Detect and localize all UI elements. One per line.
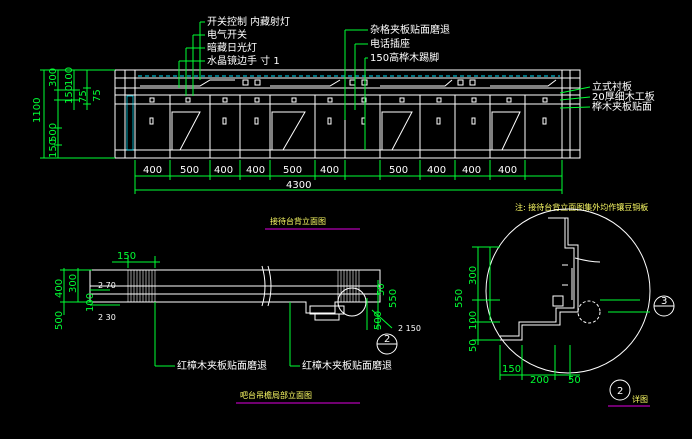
elevation-title: 接待台背立面图: [270, 216, 326, 226]
section-marker: 2: [376, 333, 398, 355]
dim-width-6: 400: [320, 165, 339, 176]
section-dim-300: 300: [68, 274, 79, 293]
dim-height-150: 150: [48, 139, 59, 158]
dim-width-3: 400: [214, 165, 233, 176]
dim-width-7: 500: [389, 165, 408, 176]
detail-title: 详图: [632, 394, 648, 404]
section-dim-230: 2 30: [98, 313, 116, 322]
detail-dim-300: 300: [468, 266, 479, 285]
dim-height-75b: 75: [92, 89, 103, 102]
dim-width-1: 400: [143, 165, 162, 176]
detail-dims: [472, 246, 650, 380]
detail-dim-200: 200: [530, 375, 549, 386]
annotation-phone-socket: 电话插座: [370, 37, 410, 50]
section-dims: [60, 256, 393, 330]
section-leaders: [154, 302, 300, 367]
annotation-baseboard: 150高桦木踢脚: [370, 51, 439, 64]
section-dim-labels: 150 400 300 2 70 2 30 100 500 50 550 500…: [54, 251, 421, 333]
section-title: 吧台吊檐局部立面图: [240, 390, 312, 400]
dim-height-75: 75: [78, 90, 89, 103]
elevation-note: 注: 接待台背立面图集外均作镶豆铜板: [515, 202, 648, 212]
annotation-switch-control: 开关控制: [207, 15, 247, 28]
elevation-vertical-dims: [40, 69, 115, 159]
dim-width-9: 400: [462, 165, 481, 176]
detail-dim-100: 100: [468, 311, 479, 330]
dim-width-10: 400: [498, 165, 517, 176]
annotation-birch-veneer: 桦木夹板贴面: [592, 100, 652, 113]
elevation-frame: [114, 69, 581, 159]
detail-marker-right: 3: [653, 295, 675, 317]
dim-width-total: 4300: [286, 180, 311, 191]
detail-dim-50b: 50: [568, 375, 581, 386]
detail-marker-bottom: 2: [609, 379, 631, 401]
dim-height-100: 100: [64, 67, 75, 86]
section-dim-270: 2 70: [98, 281, 116, 290]
section-dim-150: 150: [117, 251, 136, 262]
right-post: [561, 69, 581, 159]
dim-height-1100: 1100: [32, 98, 43, 123]
detail-marker-right-number: 3: [661, 296, 667, 307]
detail-dim-550: 550: [454, 289, 465, 308]
section-dim-500b: 500: [373, 311, 384, 330]
section-marker-number: 2: [384, 334, 390, 345]
section-dim-100: 100: [85, 293, 96, 312]
dim-width-8: 400: [427, 165, 446, 176]
annotation-hidden-fluorescent: 暗藏日光灯: [207, 41, 257, 54]
dim-height-300: 300: [48, 68, 59, 87]
annotation-standing-panel: 立式衬板: [592, 80, 632, 93]
dim-width-4: 400: [246, 165, 265, 176]
annotation-recessed-spotlight: 内藏射灯: [250, 15, 290, 28]
dim-width-5: 500: [283, 165, 302, 176]
detail-circle: [485, 208, 651, 374]
elevation-vertical-labels: 1100 300 500 150 150 75 100 75: [32, 67, 103, 158]
section-drawing: [89, 265, 381, 321]
detail-marker-bottom-number: 2: [617, 386, 623, 397]
detail-dim-150: 150: [502, 364, 521, 375]
section-annotation-left: 红樟木夹板贴面磨退: [177, 359, 267, 372]
dim-height-150b: 150: [64, 85, 75, 104]
detail-drawing: [485, 208, 651, 374]
dim-height-500: 500: [48, 123, 59, 142]
section-dim-550: 550: [388, 289, 399, 308]
elevation-drawing: [114, 69, 581, 159]
top-annotations: 开关控制 内藏射灯 电气开关 暗藏日光灯 水晶镜边手 寸 1 杂格夹板贴面磨退 …: [207, 15, 655, 113]
section-dim-500: 500: [54, 311, 65, 330]
annotation-crystal-handle: 水晶镜边手 寸 1: [207, 54, 280, 67]
dim-width-2: 500: [180, 165, 199, 176]
top-leaders: [178, 21, 591, 150]
elevation-horizontal-dims: [134, 160, 563, 194]
detail-dim-labels: 300 550 100 50 150 200 50: [454, 266, 581, 386]
annotation-blockboard: 20厚细木工板: [592, 90, 655, 103]
section-annotation-right: 红樟木夹板贴面磨退: [302, 359, 392, 372]
annotation-electric-switch: 电气开关: [207, 28, 247, 41]
lamp-circle: [337, 287, 367, 317]
section-dim-50: 50: [376, 283, 387, 296]
section-dim-2150: 2 150: [398, 324, 421, 333]
elevation-horizontal-labels: 400 500 400 400 500 400 500 400 400 400 …: [143, 165, 517, 191]
annotation-veneer-panel: 杂格夹板贴面磨退: [370, 23, 450, 36]
detail-dim-50: 50: [468, 339, 479, 352]
section-dim-400: 400: [54, 279, 65, 298]
